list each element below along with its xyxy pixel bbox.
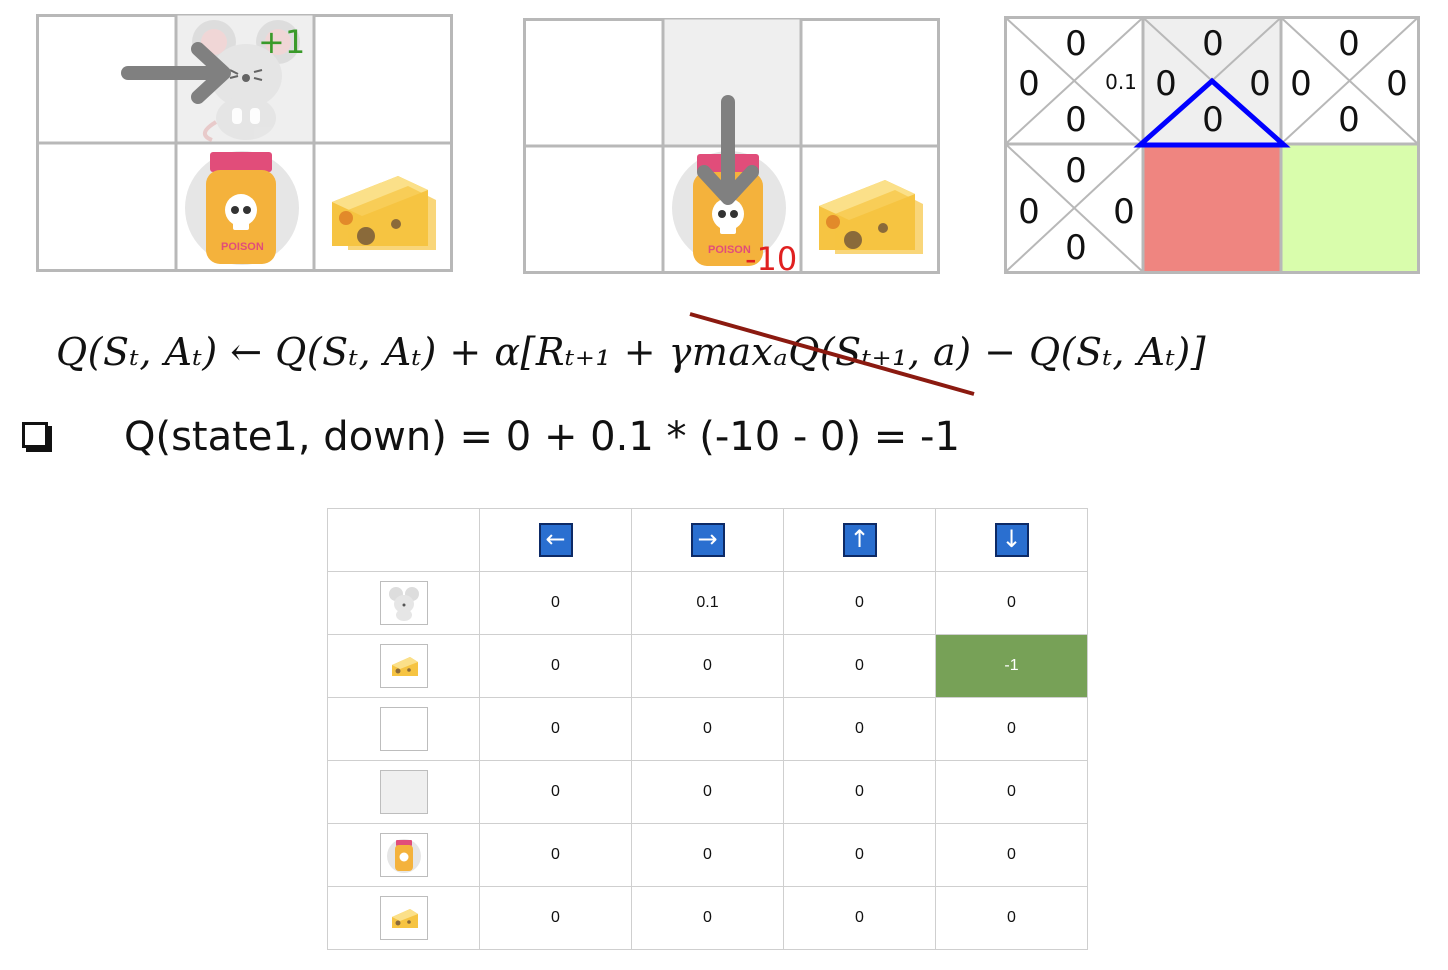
q-table-state-cell (327, 823, 480, 887)
q-grid-svg (1004, 16, 1420, 274)
q-table-value-cell: 0 (631, 634, 784, 698)
equation-strikethrough (689, 312, 975, 396)
cheese-icon (379, 896, 428, 940)
q-cell-a-bottom: 0 (1065, 100, 1087, 140)
q-table-value-cell: 0 (783, 634, 936, 698)
q-table-value-cell: 0 (479, 886, 632, 950)
q-cell-c-top: 0 (1338, 24, 1360, 64)
q-table-header-cell: → (631, 508, 784, 572)
grid-panel-1: +1 POISON (36, 14, 453, 272)
up-arrow-icon: ↑ (842, 523, 877, 557)
q-table-value-cell: 0 (479, 571, 632, 635)
reward-minus-ten-label: -10 (745, 240, 798, 278)
q-cell-d-bottom: 0 (1065, 228, 1087, 268)
empty-gray-cell-icon (379, 770, 428, 814)
q-cell-b-right: 0 (1249, 64, 1271, 104)
q-table-value-cell: 0 (783, 823, 936, 887)
q-table-state-cell (327, 697, 480, 761)
down-arrow-icon: ↓ (994, 523, 1029, 557)
q-table-updated-value-cell: -1 (935, 634, 1088, 698)
q-cell-d-right: 0 (1113, 192, 1135, 232)
q-table-value-cell: 0 (783, 571, 936, 635)
q-cell-b-top: 0 (1202, 24, 1224, 64)
q-table-value-cell: 0 (935, 886, 1088, 950)
q-table-header-cell: ← (479, 508, 632, 572)
q-cell-b-bottom: 0 (1202, 100, 1224, 140)
grid-panel-2: POISON -10 (523, 18, 940, 276)
q-table-state-cell (327, 886, 480, 950)
grid-panel-2-svg (523, 18, 940, 274)
right-arrow-icon: → (690, 523, 725, 557)
mouse-icon (192, 20, 300, 142)
q-cell-c-left: 0 (1290, 64, 1312, 104)
q-table-value-cell: 0 (479, 697, 632, 761)
q-table-value-cell: 0 (631, 697, 784, 761)
cheese-icon (379, 644, 428, 688)
q-cell-b-left: 0 (1155, 64, 1177, 104)
poison-label-1: POISON (221, 241, 264, 253)
poison-label-2: POISON (708, 244, 751, 256)
q-table-value-cell: 0 (479, 823, 632, 887)
poison-icon (672, 151, 786, 266)
q-table-value-cell: 0 (935, 760, 1088, 824)
poison-icon (185, 151, 299, 265)
q-table-state-cell (327, 634, 480, 698)
q-table-header-cell: ↓ (935, 508, 1088, 572)
q-table-value-cell: 0 (631, 823, 784, 887)
mouse-icon (379, 581, 428, 625)
q-table-state-cell (327, 760, 480, 824)
cheese-green-cell (1281, 144, 1418, 272)
q-table-value-cell: 0 (479, 760, 632, 824)
q-table-value-cell: 0 (631, 886, 784, 950)
down-arrow-icon (697, 95, 759, 205)
reward-plus-one-label: +1 (258, 23, 306, 61)
q-cell-a-left: 0 (1018, 64, 1040, 104)
down-action-highlight-triangle (1133, 77, 1291, 148)
q-table-value-cell: 0 (783, 760, 936, 824)
q-table-corner-cell (327, 508, 480, 572)
q-learning-update-equation: Q(Sₜ, Aₜ) ← Q(Sₜ, Aₜ) + α[Rₜ₊₁ + γmaxₐQ(… (56, 330, 1207, 374)
q-table-value-cell: 0 (783, 697, 936, 761)
q-cell-c-right: 0 (1386, 64, 1408, 104)
q-grid-panel: 0 0 0.1 0 0 0 0 0 0 0 0 0 0 0 0 0 (1004, 16, 1420, 274)
cheese-icon (819, 180, 923, 254)
grid-panel-1-svg (36, 14, 453, 272)
q-cell-c-bottom: 0 (1338, 100, 1360, 140)
q-table-value-cell: 0 (631, 760, 784, 824)
left-arrow-icon: ← (538, 523, 573, 557)
q-table-value-cell: 0 (783, 886, 936, 950)
poison-red-cell (1143, 144, 1281, 272)
poison-icon (379, 833, 428, 877)
checkbox-bullet-icon (22, 422, 52, 452)
q-table-header-row: ← → ↑ ↓ (327, 508, 1088, 572)
right-arrow-icon (121, 42, 231, 104)
q-table-value-cell: 0 (935, 697, 1088, 761)
bullet-calculation-text: Q(state1, down) = 0 + 0.1 * (-10 - 0) = … (124, 414, 960, 460)
q-table-header-cell: ↑ (783, 508, 936, 572)
q-cell-a-right: 0.1 (1105, 70, 1137, 94)
q-table-value-cell: 0 (935, 571, 1088, 635)
q-cell-d-left: 0 (1018, 192, 1040, 232)
empty-white-cell-icon (379, 707, 428, 751)
cheese-icon (332, 176, 436, 250)
q-cell-d-top: 0 (1065, 151, 1087, 191)
q-cell-a-top: 0 (1065, 24, 1087, 64)
q-table-value-cell: 0 (935, 823, 1088, 887)
q-table-value-cell: 0 (479, 634, 632, 698)
q-table-value-cell: 0.1 (631, 571, 784, 635)
q-table-state-cell (327, 571, 480, 635)
